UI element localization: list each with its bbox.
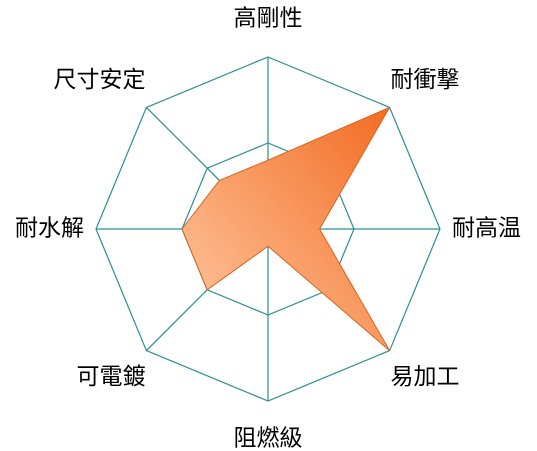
axis-label-5: 可電鍍	[77, 364, 146, 390]
axis-label-1: 耐衝撃	[391, 67, 460, 93]
series-area-0	[181, 106, 391, 352]
axis-label-7: 尺寸安定	[54, 67, 146, 93]
axis-label-2: 耐高温	[452, 216, 521, 242]
axis-label-3: 易加工	[391, 364, 460, 390]
radar-series	[181, 106, 391, 352]
axis-label-6: 耐水解	[15, 216, 84, 242]
axis-labels: 高剛性 耐衝撃 耐高温 易加工 阻燃級 可電鍍 耐水解 尺寸安定	[15, 6, 521, 451]
axis-label-0: 高剛性	[234, 6, 303, 32]
axis-label-4: 阻燃級	[234, 426, 303, 451]
